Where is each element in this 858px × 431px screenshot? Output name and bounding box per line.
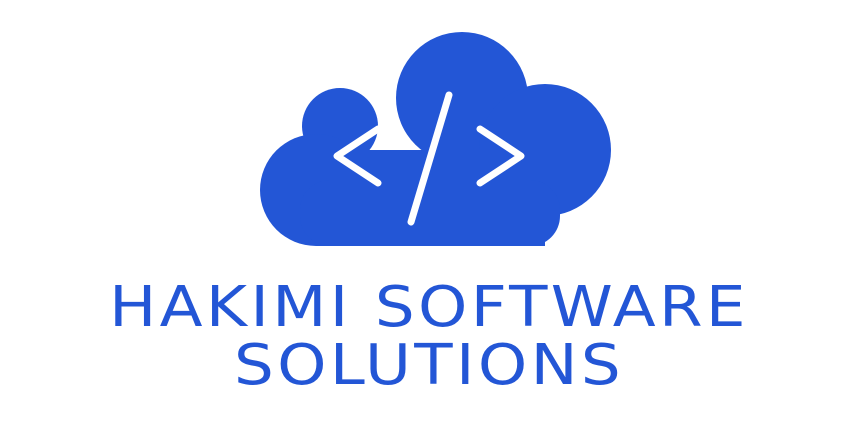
less-than-glyph (333, 125, 382, 187)
greater-than-glyph (476, 125, 525, 187)
slash-glyph (407, 91, 453, 226)
brand-name-line2: SOLUTIONS (233, 333, 625, 398)
brand-name-line1: HAKIMI SOFTWARE (109, 275, 749, 340)
